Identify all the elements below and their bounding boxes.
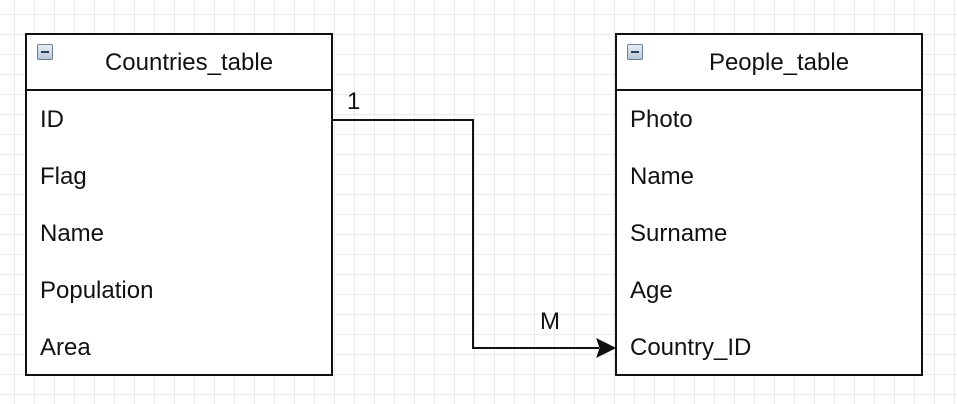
people-table-header: People_table xyxy=(617,35,921,91)
countries-table-title: Countries_table xyxy=(104,49,274,76)
field-name[interactable]: Name xyxy=(40,220,105,247)
field-flag[interactable]: Flag xyxy=(40,163,87,190)
field-area[interactable]: Area xyxy=(40,334,91,361)
countries-table-entity[interactable]: Countries_table ID Flag Name Population … xyxy=(25,33,333,376)
cardinality-one-label: 1 xyxy=(347,88,361,115)
countries-table-header: Countries_table xyxy=(27,35,331,91)
field-age[interactable]: Age xyxy=(630,277,673,304)
countries-table-fields: ID Flag Name Population Area xyxy=(27,91,331,376)
collapse-icon[interactable] xyxy=(37,44,53,60)
field-population[interactable]: Population xyxy=(40,277,154,304)
cardinality-many-label: M xyxy=(540,308,560,335)
field-name[interactable]: Name xyxy=(630,163,695,190)
field-country-id[interactable]: Country_ID xyxy=(630,334,752,361)
field-surname[interactable]: Surname xyxy=(630,220,728,247)
people-table-entity[interactable]: People_table Photo Name Surname Age Coun… xyxy=(615,33,923,376)
collapse-icon[interactable] xyxy=(627,44,643,60)
field-id[interactable]: ID xyxy=(40,106,64,133)
people-table-fields: Photo Name Surname Age Country_ID xyxy=(617,91,921,376)
field-photo[interactable]: Photo xyxy=(630,106,693,133)
arrowhead-icon xyxy=(596,338,617,358)
people-table-title: People_table xyxy=(708,49,850,76)
